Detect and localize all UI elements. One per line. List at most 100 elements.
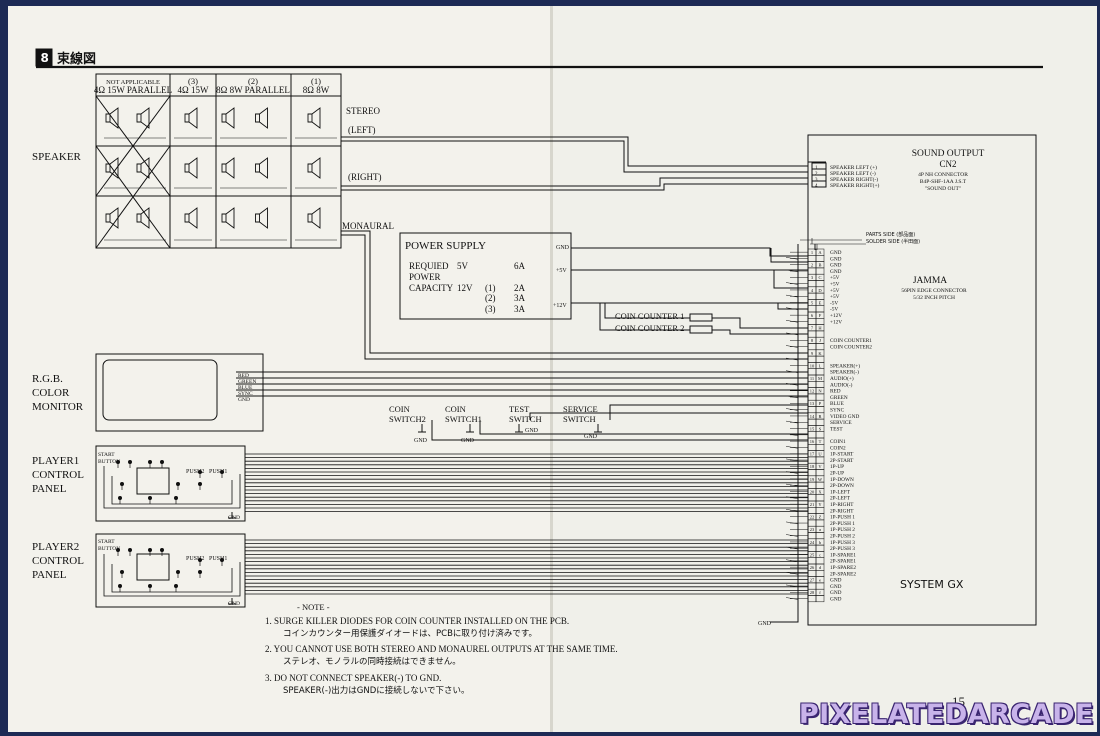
note-title: - NOTE - (297, 602, 330, 612)
left-label: (LEFT) (348, 125, 376, 135)
player1-joystick (136, 467, 170, 495)
jamma-pin-number: 9 (811, 351, 814, 356)
jamma-pin-letter: J (819, 338, 821, 343)
jamma-pin-number: 24 (810, 540, 815, 545)
jamma-pin-name: +12V (830, 319, 842, 325)
jamma-pin-name: 1P-PUSH 3 (830, 540, 855, 546)
wire-coin-switch-2 (431, 420, 808, 441)
jamma-pin-letter: e (819, 578, 821, 583)
speaker-icon (255, 107, 268, 129)
switch-gnd-label-3: GND (525, 428, 539, 434)
speaker-icon (105, 107, 119, 129)
wire-right-plus (341, 183, 808, 191)
service-switch-label-1: SERVICE (563, 404, 598, 414)
jamma-pin-number: 6 (811, 313, 814, 318)
speaker-label: SPEAKER (32, 151, 82, 163)
gnd-bus (770, 248, 799, 623)
sound-pin-2-num: 2 (815, 172, 818, 177)
speaker-icon (184, 207, 198, 229)
jamma-pin-name: 2P-PUSH 1 (830, 521, 855, 527)
speaker-icon (184, 157, 198, 179)
speaker-icon (136, 107, 150, 129)
player2-label-1: PLAYER2 (32, 541, 79, 553)
jamma-pin-letter: a (819, 527, 821, 532)
jamma-pin-name: GND (830, 590, 842, 596)
jamma-pin-letter: T (819, 439, 822, 444)
jamma-pin-name: 1P-DOWN (830, 477, 854, 483)
jamma-pin-number: 18 (810, 464, 815, 469)
jamma-pin-name: GREEN (830, 395, 848, 401)
note-3-jp: SPEAKER(-)出力はGNDに接続しないで下さい。 (283, 685, 470, 696)
jamma-pin-name: SPEAKER(+) (830, 362, 860, 369)
coin-switch-1-label-1: COIN (445, 404, 466, 414)
sound-pin-1-num: 1 (815, 166, 818, 171)
jamma-pin-letter: V (818, 464, 822, 469)
player2-panel-box (95, 533, 246, 608)
player1-push2: PUSH2 (186, 469, 204, 475)
jamma-pin-letter: K (818, 351, 822, 356)
switch-gnd-label-4: GND (584, 434, 598, 440)
wire-coin-switch-1 (479, 420, 808, 435)
bottom-gnd-label: GND (758, 621, 772, 627)
jamma-sub-1: 56PIN EDGE CONNECTOR (901, 288, 967, 294)
power-5v-pin: +5V (556, 268, 567, 274)
jamma-pin-letter: E (819, 300, 822, 305)
speaker-icon (307, 207, 321, 229)
jamma-pin-letter: X (818, 489, 822, 494)
power-5v: 5V (457, 261, 469, 271)
monaural-label: MONAURAL (342, 221, 394, 231)
power-5v-amps: 6A (514, 261, 526, 271)
jamma-pin-name: GND (830, 597, 842, 603)
jamma-pin-letter: N (818, 389, 822, 394)
monitor-pin-sync: SYNC (238, 391, 253, 397)
monitor-pin-blue: BLUE (238, 385, 253, 391)
sound-pin-1-name: SPEAKER LEFT (+) (830, 164, 877, 171)
jamma-pin-name: SPEAKER(-) (830, 369, 859, 376)
power-supply-title: POWER SUPPLY (405, 240, 486, 252)
speaker-table (95, 73, 342, 249)
wire-test-switch (529, 412, 808, 420)
jamma-pin-name: 1P-PUSH 1 (830, 515, 855, 521)
jamma-pin-number: 19 (810, 477, 815, 482)
jamma-pin-number: 23 (810, 527, 815, 532)
speaker-icon (105, 207, 119, 229)
speaker-icon (221, 207, 235, 229)
jamma-pin-letter: D (818, 288, 822, 293)
power-12v: 12V (457, 283, 473, 293)
player2-joystick (136, 553, 170, 581)
sound-pin-4-num: 4 (815, 184, 818, 189)
sound-output-title: SOUND OUTPUT (912, 149, 985, 159)
speaker-icon (136, 207, 150, 229)
wire-service-switch (609, 404, 808, 420)
jamma-pin-letter: W (818, 477, 823, 482)
sound-pin-4-name: SPEAKER RIGHT(+) (830, 182, 880, 189)
jamma-pin-name: 2P-SPARE2 (830, 571, 856, 577)
jamma-pin-name: 1P-RIGHT (830, 502, 854, 508)
speaker-icon (184, 107, 198, 129)
coin-switch-1-label-2: SWITCH1 (445, 414, 482, 424)
jamma-pin-number: 20 (810, 489, 815, 494)
wire-mono-minus (341, 234, 808, 360)
jamma-pin-name: 2P-PUSH 2 (830, 534, 855, 540)
jamma-pin-number: 11 (810, 376, 814, 381)
jamma-pin-name: +5V (830, 294, 840, 300)
jamma-pin-name: 1P-START (830, 452, 854, 458)
note-2: 2. YOU CANNOT USE BOTH STEREO AND MONAUR… (265, 644, 618, 654)
jamma-pin-letter: C (818, 275, 821, 280)
power-req-3: CAPACITY (409, 283, 454, 293)
sound-output-cn: CN2 (939, 159, 956, 169)
monitor-pin-green: GREEN (238, 379, 256, 385)
player1-panel-box (95, 445, 246, 522)
player1-label-1: PLAYER1 (32, 455, 79, 467)
jamma-pin-name: +5V (830, 282, 840, 288)
jamma-pin-name: 2P-PUSH 3 (830, 546, 855, 552)
jamma-pin-name: +5V (830, 288, 840, 294)
monitor-box (95, 353, 264, 432)
power-req-1: REQUIED (409, 261, 449, 271)
player1-gnd: GND (228, 515, 240, 521)
watermark-logo: PIXELATEDARCADE (798, 699, 1094, 730)
section-number: 8 (41, 51, 49, 65)
jamma-pin-name: SERVICE (830, 420, 852, 426)
jamma-pin-name: 1P-SPARE2 (830, 565, 856, 571)
